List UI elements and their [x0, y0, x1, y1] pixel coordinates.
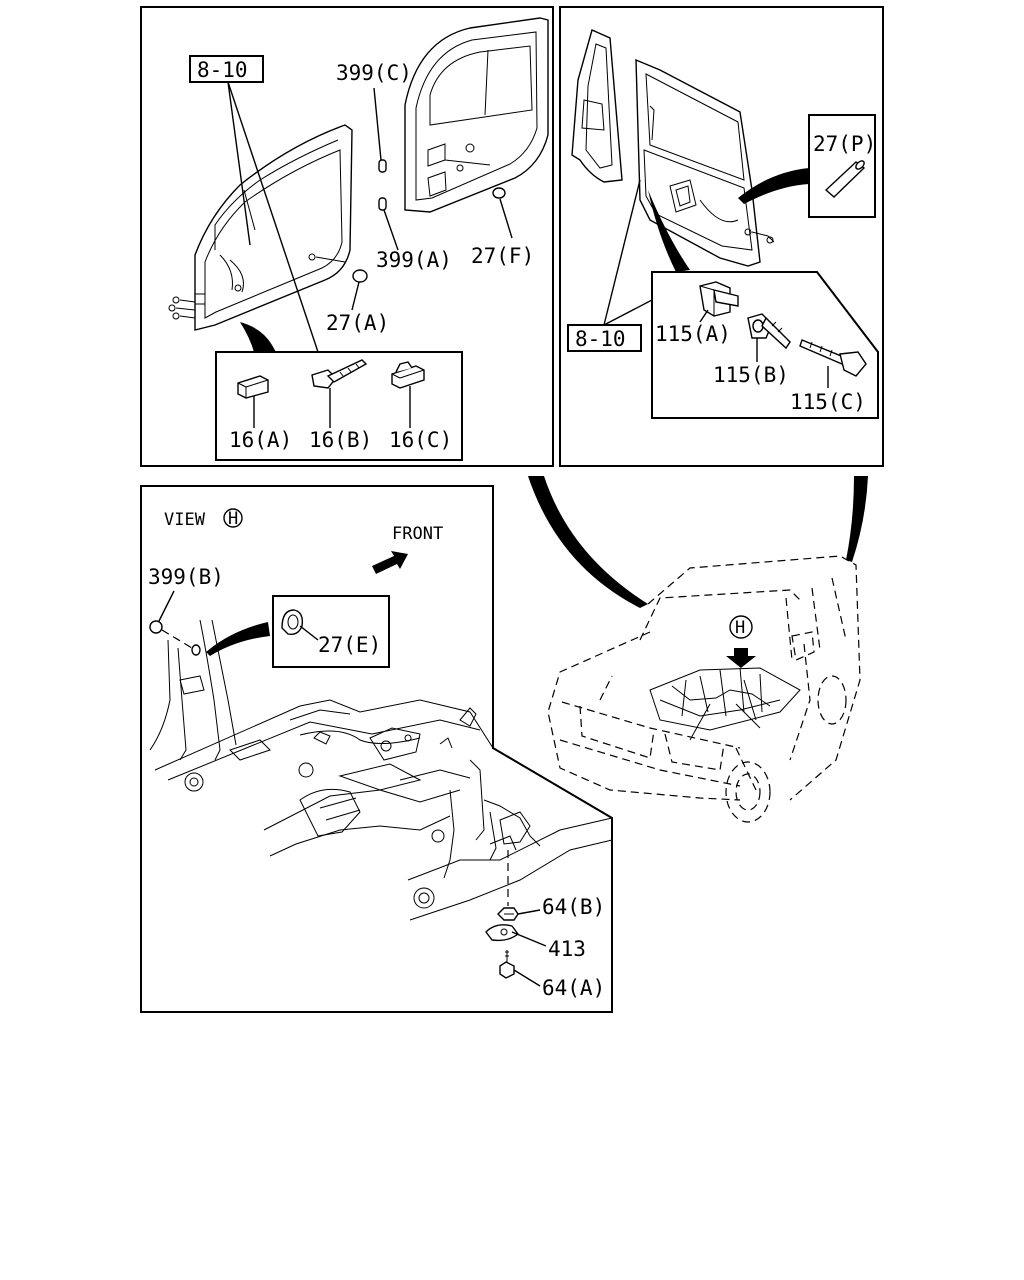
swoosh-tailgate — [648, 190, 690, 272]
front-door-panel: 8-10 399(C) 399(A) 27(F) — [140, 6, 554, 467]
ref-8-10-box-left — [189, 55, 264, 83]
rear-door-drawing — [404, 17, 549, 213]
label-413: 413 — [548, 937, 586, 961]
leader-27a — [351, 281, 360, 311]
label-16c: 16(C) — [389, 428, 452, 452]
label-27p: 27(P) — [813, 132, 876, 156]
leader-8-10-c — [603, 179, 641, 326]
clip-399a — [378, 197, 387, 211]
detail-box-27p — [808, 114, 876, 218]
clip-399c — [378, 159, 387, 173]
swoosh-27p — [738, 168, 809, 204]
leader-399a — [383, 209, 399, 251]
label-27a: 27(A) — [326, 311, 389, 335]
leader-64a — [513, 969, 541, 987]
leader-27e — [299, 625, 319, 641]
tailgate-panel: 27(P) 8-10 — [559, 6, 884, 467]
swoosh-27e — [206, 622, 270, 656]
front-door-drawing — [168, 124, 353, 331]
view-title: VIEW — [164, 510, 206, 530]
clip-16c — [391, 361, 425, 389]
clip-16b — [311, 359, 368, 389]
label-399c: 399(C) — [336, 61, 412, 85]
label-115c: 115(C) — [790, 390, 866, 414]
clip-16a — [237, 375, 269, 399]
leader-27f — [499, 198, 513, 239]
label-16b: 16(B) — [309, 428, 372, 452]
tailgate-panel-frame — [559, 6, 884, 467]
clip-115b — [747, 313, 791, 350]
swoosh-front-door — [240, 322, 276, 352]
leader-413 — [511, 931, 547, 947]
view-arrow-down-icon — [726, 648, 756, 668]
ref-8-10-label-left: 8-10 — [197, 58, 248, 82]
front-label: FRONT — [392, 524, 443, 544]
tailgate-drawing — [571, 29, 775, 267]
vehicle-overview: H — [528, 476, 868, 823]
part-27p — [824, 160, 866, 198]
leader-115a — [699, 309, 709, 323]
leader-399b — [158, 590, 175, 622]
vehicle-drawing — [547, 555, 861, 823]
label-399b: 399(B) — [148, 565, 224, 589]
clip-detail-box-16 — [215, 351, 463, 461]
label-64b: 64(B) — [542, 895, 605, 919]
detail-box-27e — [272, 595, 390, 668]
view-h-marker — [223, 508, 243, 528]
view-h-marker-label: H — [228, 509, 238, 529]
view-h-panel: VIEW H FRONT 399(B) 27(E) — [140, 485, 613, 1013]
leader-8-10-b — [227, 81, 319, 353]
label-16a: 16(A) — [229, 428, 292, 452]
grommet-27f — [492, 187, 506, 199]
swoosh-to-front-door — [528, 476, 648, 608]
leader-399b-dashed — [161, 629, 193, 649]
bolt-64a — [499, 950, 515, 979]
swoosh-to-tailgate — [846, 476, 868, 562]
clip-399b — [149, 620, 163, 634]
view-h-marker-vehicle-label: H — [735, 618, 745, 638]
label-64a: 64(A) — [542, 976, 605, 1000]
label-27e: 27(E) — [318, 633, 381, 657]
grommet-27e — [281, 609, 304, 636]
clip-115a — [699, 281, 739, 317]
nut-64b — [497, 907, 519, 921]
grommet-27a — [352, 269, 368, 283]
clip-399b-installed — [191, 644, 201, 656]
ref-8-10-label-right: 8-10 — [575, 327, 626, 351]
leader-8-10-d — [603, 299, 653, 326]
leader-8-10-a — [227, 81, 251, 246]
label-399a: 399(A) — [376, 248, 452, 272]
front-door-panel-frame — [140, 6, 554, 467]
leader-399c — [373, 87, 382, 161]
label-115b: 115(B) — [713, 363, 789, 387]
front-arrow-icon — [372, 551, 408, 574]
clip-115c — [799, 339, 867, 377]
label-27f: 27(F) — [471, 244, 534, 268]
floor-pan-drawing — [149, 619, 613, 921]
view-h-marker-vehicle — [729, 615, 753, 639]
leader-64b — [517, 909, 541, 915]
clip-detail-box-115 — [651, 271, 879, 419]
label-115a: 115(A) — [655, 322, 731, 346]
